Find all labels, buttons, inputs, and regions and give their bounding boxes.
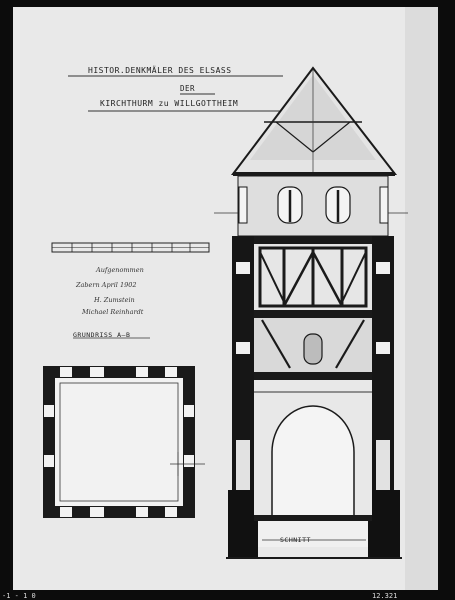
- annotation-line-3: H. Zumstein: [94, 296, 135, 304]
- annotation-line-2: Zabern April 1902: [76, 281, 137, 289]
- footer-left-label: -1 - 1 0: [2, 592, 36, 600]
- scale-bar: [51, 242, 210, 253]
- floorplan-title: GRUNDRISS A–B: [73, 331, 131, 339]
- sheet-title-line-3: KIRCHTHURM zu WILLGOTTHEIM: [100, 99, 239, 108]
- handwritten-annotation: Aufgenommen Zabern April 1902 H. Zumstei…: [76, 266, 186, 322]
- tower-section-drawing: [214, 66, 408, 559]
- sheet-title-line-1: HISTOR.DENKMÄLER DES ELSASS: [88, 66, 232, 75]
- annotation-line-1: Aufgenommen: [96, 266, 144, 274]
- annotation-line-4: Michael Reinhardt: [82, 308, 144, 316]
- paper-shadow: [405, 7, 438, 590]
- section-label: SCHNITT: [280, 536, 311, 544]
- floorplan-drawing: [43, 337, 205, 518]
- sheet-title-line-2: DER: [180, 84, 196, 93]
- footer-right-label: 12.321: [372, 592, 398, 600]
